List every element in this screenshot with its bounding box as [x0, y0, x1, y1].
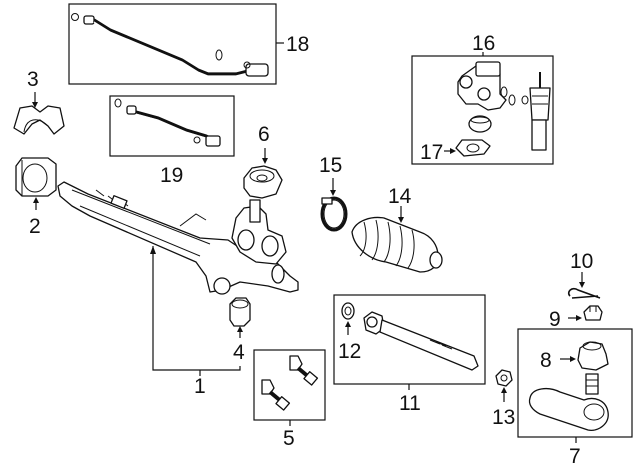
part-15-boot-clamp [320, 196, 348, 232]
callout-9: 9 [549, 308, 561, 331]
callout-3: 3 [27, 68, 39, 91]
callout-1: 1 [194, 375, 206, 398]
part-8-dust-boot [577, 341, 609, 371]
part-16-valve-housing [457, 61, 551, 151]
callout-17: 17 [420, 141, 443, 164]
part-6-pinion-boot [243, 165, 283, 199]
part-19-return-line [114, 98, 221, 147]
callout-7: 7 [569, 445, 581, 468]
callout-10: 10 [570, 250, 593, 273]
part-10-cotter-pin [567, 287, 601, 299]
callout-5: 5 [283, 427, 295, 450]
callout-18: 18 [286, 33, 309, 56]
callout-8: 8 [540, 349, 552, 372]
callout-15: 15 [319, 154, 342, 177]
part-1-steering-rack [57, 181, 299, 295]
part-5-bolts [261, 355, 319, 411]
callout-6: 6 [258, 123, 270, 146]
callout-4: 4 [233, 341, 245, 364]
part-13-jam-nut [495, 369, 513, 387]
callout-13: 13 [492, 406, 515, 429]
leader-1 [152, 246, 241, 371]
part-2-bushing [15, 157, 57, 197]
callout-16: 16 [472, 32, 495, 55]
box-18-fluid-line [68, 3, 277, 85]
part-11-inner-tie-rod [341, 302, 479, 371]
callout-19: 19 [160, 164, 183, 187]
callout-12: 12 [338, 340, 361, 363]
callout-14: 14 [388, 185, 412, 208]
part-9-castle-nut [583, 305, 603, 321]
box-7-tie-rod-end [517, 328, 633, 438]
part-18-pressure-line [71, 13, 269, 77]
part-17-gasket [455, 139, 491, 157]
callout-2: 2 [29, 215, 41, 238]
part-14-rack-boot [351, 216, 443, 273]
part-4-bushing [229, 297, 251, 327]
part-3-mount-bracket [13, 105, 65, 135]
box-19-fluid-line [109, 95, 235, 157]
callout-11: 11 [399, 392, 421, 415]
part-7-tie-rod-end [528, 373, 609, 431]
